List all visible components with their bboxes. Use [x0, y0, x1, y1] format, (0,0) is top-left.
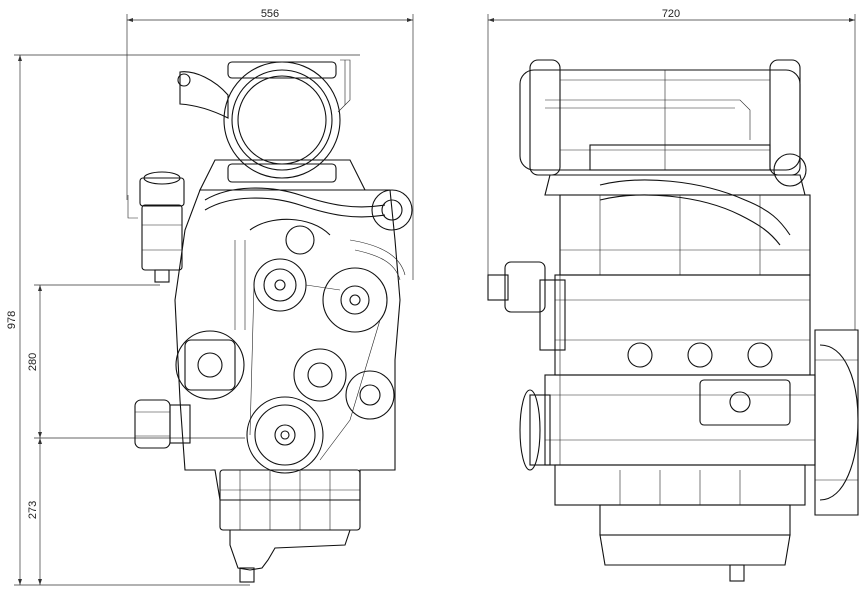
dimension-overall-height: 978 [6, 54, 360, 586]
dimension-pulley-height-label: 280 [27, 353, 39, 371]
engine-front-view [127, 59, 413, 583]
side-air-cleaner [519, 59, 801, 176]
side-block [544, 274, 816, 582]
dimension-front-width-label: 556 [261, 8, 279, 20]
side-front-accessories [487, 261, 566, 471]
dimension-base-height: 273 [27, 438, 42, 585]
dimension-pulley-height: 280 [27, 284, 245, 439]
fuel-filter [127, 171, 185, 283]
engine-side-view [487, 59, 859, 582]
front-piping [204, 187, 413, 330]
dimension-side-length-label: 720 [662, 8, 680, 20]
side-manifold [544, 144, 811, 276]
dimension-front-width: 556 [126, 8, 414, 280]
front-gears [134, 258, 395, 474]
dimension-base-height-label: 273 [27, 501, 39, 519]
air-filter [177, 59, 351, 183]
side-flywheel-housing [814, 329, 859, 516]
dimension-overall-height-label: 978 [6, 311, 18, 329]
dimension-side-length: 720 [487, 8, 856, 330]
